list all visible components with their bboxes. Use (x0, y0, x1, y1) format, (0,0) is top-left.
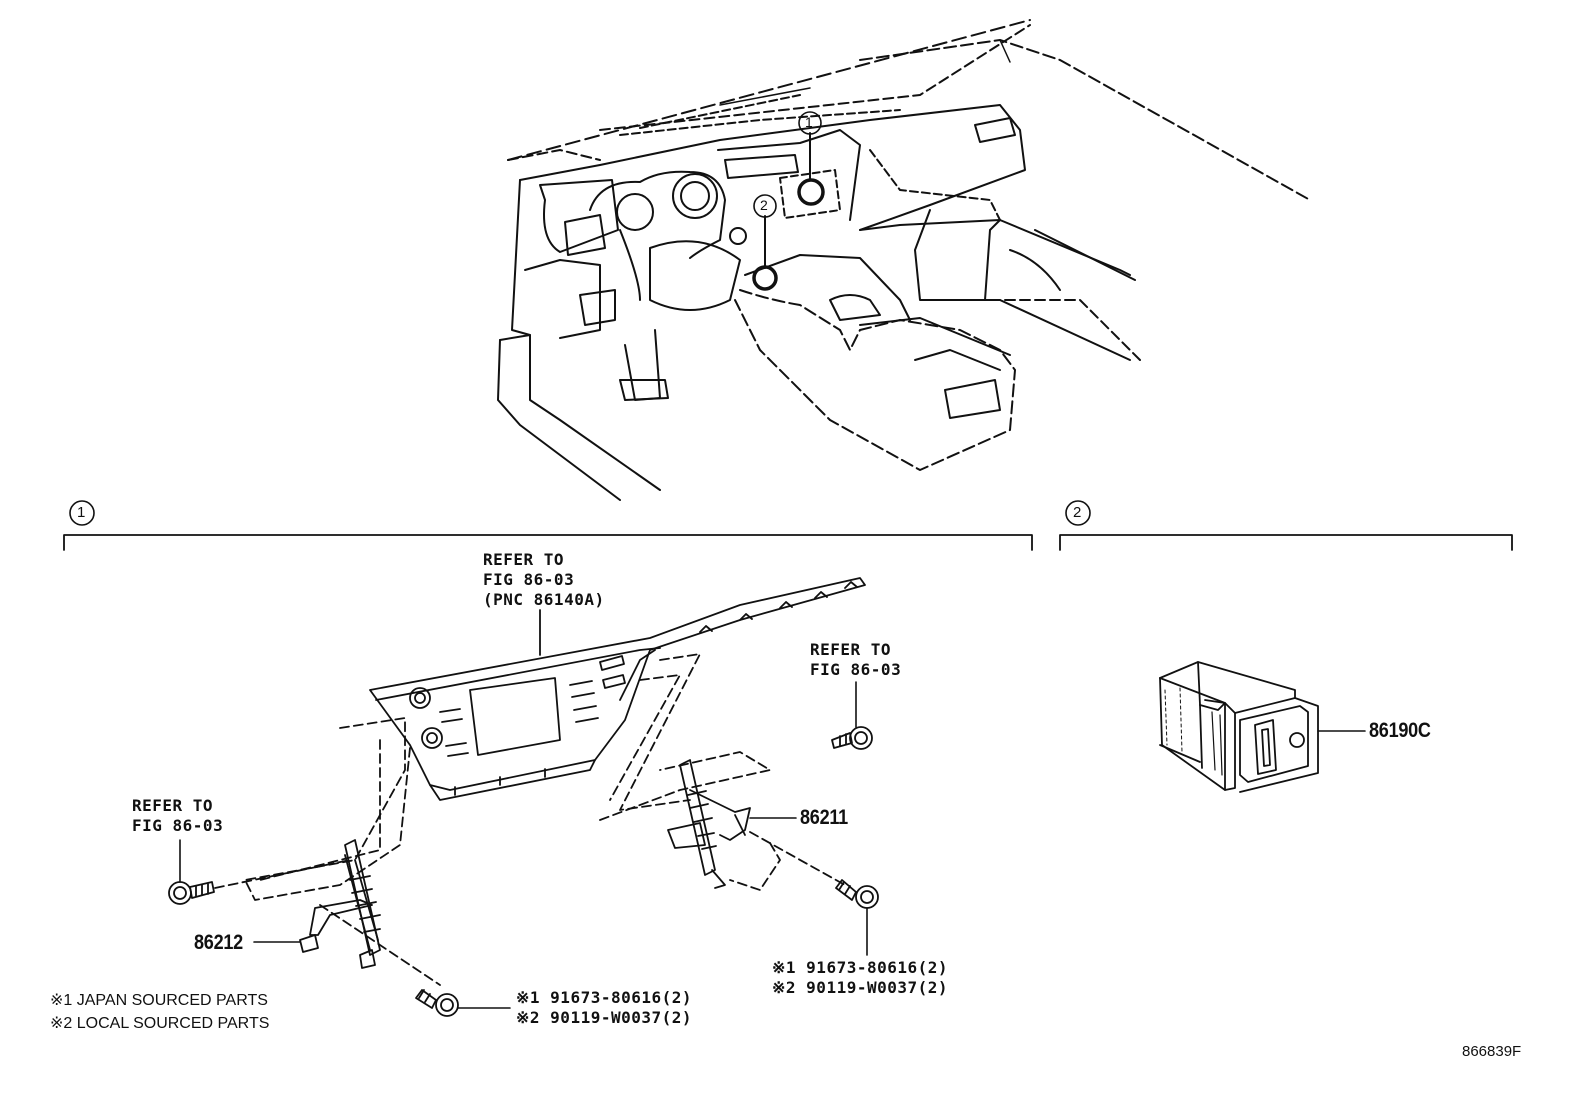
refer-line-1: REFER TO (483, 550, 565, 569)
note-local-sourced: ※2 LOCAL SOURCED PARTS (50, 1015, 270, 1032)
refer-line-2: FIG 86-03 (810, 660, 902, 679)
refer-line-2: FIG 86-03 (483, 570, 575, 589)
projection-lines (214, 653, 846, 986)
bracket-86212 (299, 839, 381, 969)
section-2-bracket (1059, 500, 1513, 551)
refer-left-screw-label: REFER TO FIG 86-03 (132, 798, 223, 838)
refer-line-1: REFER TO (810, 640, 892, 659)
refer-panel-label: REFER TO FIG 86-03 (PNC 86140A) (483, 552, 605, 612)
screw-code-2: ※2 90119-W0037(2) (772, 978, 949, 997)
part-number-86190c: 86190C (1369, 719, 1431, 742)
screw-left (168, 881, 215, 905)
screw-part-numbers-left: ※1 91673-80616(2) ※2 90119-W0037(2) (516, 990, 692, 1030)
screw-code-1: ※1 91673-80616(2) (772, 958, 949, 977)
leaders (179, 681, 1366, 1009)
part-number-86212: 86212 (194, 931, 243, 954)
section-1-callout-number: 1 (77, 504, 86, 521)
overview-callout-2: 2 (760, 197, 768, 213)
screw-right-upper (831, 726, 873, 750)
section-1-bracket (63, 500, 1033, 551)
section-2-callout-number: 2 (1073, 504, 1082, 521)
screw-code-2: ※2 90119-W0037(2) (516, 1008, 693, 1027)
screw-lower-right (835, 879, 879, 909)
overview-callout-1: 1 (805, 114, 813, 130)
refer-line-1: REFER TO (132, 796, 214, 815)
screw-lower-left (415, 989, 459, 1017)
part-number-86211: 86211 (800, 806, 848, 829)
screw-code-1: ※1 91673-80616(2) (516, 988, 693, 1007)
screw-part-numbers-right: ※1 91673-80616(2) ※2 90119-W0037(2) (772, 960, 948, 1000)
usb-port-86190c (1159, 661, 1319, 793)
refer-line-3: (PNC 86140A) (483, 590, 605, 609)
sourcing-notes: ※1 JAPAN SOURCED PARTS ※2 LOCAL SOURCED … (50, 993, 269, 1036)
figure-id: 866839F (1462, 1043, 1522, 1060)
center-panel-assembly (369, 577, 866, 801)
refer-right-screw-label: REFER TO FIG 86-03 (810, 642, 901, 682)
refer-line-2: FIG 86-03 (132, 816, 224, 835)
dashboard-overview (497, 19, 1311, 501)
note-japan-sourced: ※1 JAPAN SOURCED PARTS (50, 992, 268, 1009)
bracket-86211 (667, 759, 751, 889)
